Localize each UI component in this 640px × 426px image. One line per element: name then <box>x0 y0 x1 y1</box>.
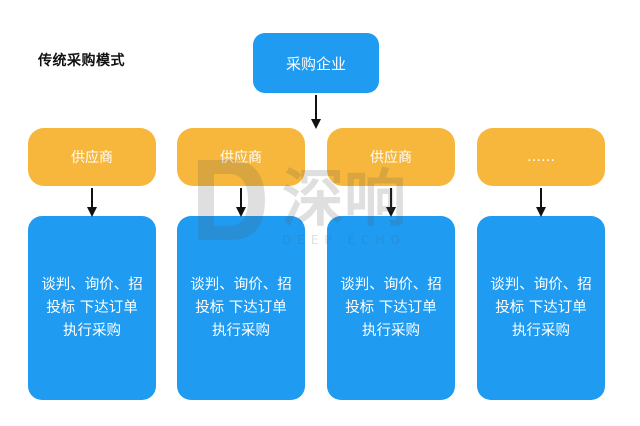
activity-node-4: 谈判、询价、招 投标 下达订单 执行采购 <box>477 216 605 400</box>
activity-node-2: 谈判、询价、招 投标 下达订单 执行采购 <box>177 216 305 400</box>
activity-line-2: 投标 下达订单 <box>345 299 437 316</box>
activity-line-1: 谈判、询价、招 <box>490 276 592 293</box>
activity-line-3: 执行采购 <box>212 322 270 339</box>
activity-line-3: 执行采购 <box>362 322 420 339</box>
activity-line-2: 投标 下达订单 <box>495 299 587 316</box>
activity-line-3: 执行采购 <box>63 322 121 339</box>
procurement-company-node: 采购企业 <box>253 33 379 93</box>
supplier-node-4: …… <box>477 128 605 186</box>
activity-line-2: 投标 下达订单 <box>46 299 138 316</box>
activity-line-1: 谈判、询价、招 <box>340 276 442 293</box>
activity-line-1: 谈判、询价、招 <box>41 276 143 293</box>
supplier-node-2: 供应商 <box>177 128 305 186</box>
supplier-node-3: 供应商 <box>327 128 455 186</box>
activity-node-3: 谈判、询价、招 投标 下达订单 执行采购 <box>327 216 455 400</box>
activity-node-1: 谈判、询价、招 投标 下达订单 执行采购 <box>28 216 156 400</box>
diagram-title: 传统采购模式 <box>38 53 125 69</box>
activity-line-1: 谈判、询价、招 <box>190 276 292 293</box>
activity-line-2: 投标 下达订单 <box>195 299 287 316</box>
supplier-node-1: 供应商 <box>28 128 156 186</box>
activity-line-3: 执行采购 <box>512 322 570 339</box>
